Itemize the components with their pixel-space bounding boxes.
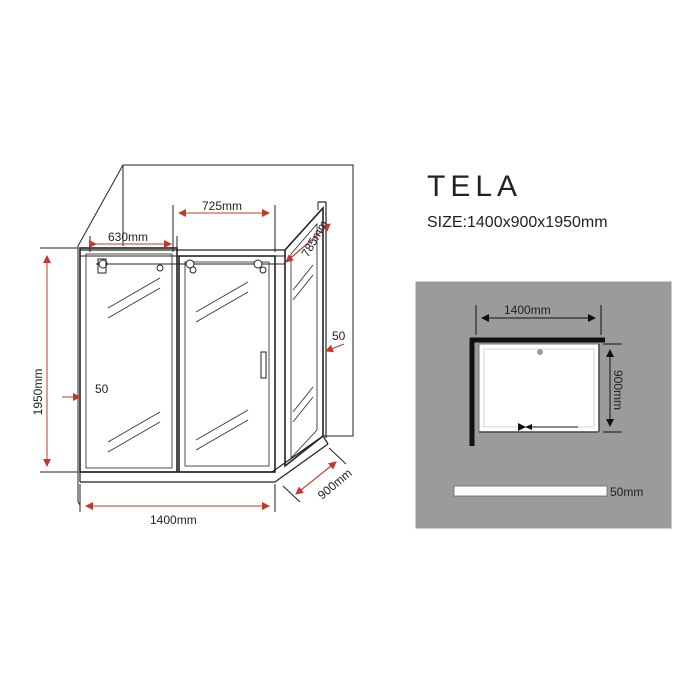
plan-labels: 1400mm 900mm 50mm — [504, 303, 643, 499]
door-handle — [260, 351, 267, 379]
front-glass-panels — [79, 201, 327, 473]
plan-dim-900: 900mm — [611, 370, 625, 410]
plan-dim-50: 50mm — [610, 485, 643, 499]
plan-profile-bar — [453, 485, 608, 497]
dim-50-left: 50 — [95, 382, 109, 396]
door-rollers — [97, 258, 267, 274]
product-title: TELA — [427, 170, 523, 203]
plan-tray — [478, 343, 600, 433]
dim-1400: 1400mm — [150, 513, 197, 527]
plan-view — [415, 281, 672, 529]
plan-dim-1400: 1400mm — [504, 303, 551, 317]
product-size-label: SIZE:1400x900x1950mm — [427, 214, 608, 231]
back-walls — [77, 164, 354, 506]
drain-icon — [537, 349, 543, 355]
dim-900: 900mm — [315, 466, 355, 502]
dim-725: 725mm — [202, 199, 242, 213]
dimension-lines — [40, 205, 347, 512]
glass-reflections — [107, 264, 314, 453]
dim-630: 630mm — [108, 230, 148, 244]
dim-50-right: 50 — [332, 329, 346, 343]
dim-1950: 1950mm — [31, 369, 45, 416]
